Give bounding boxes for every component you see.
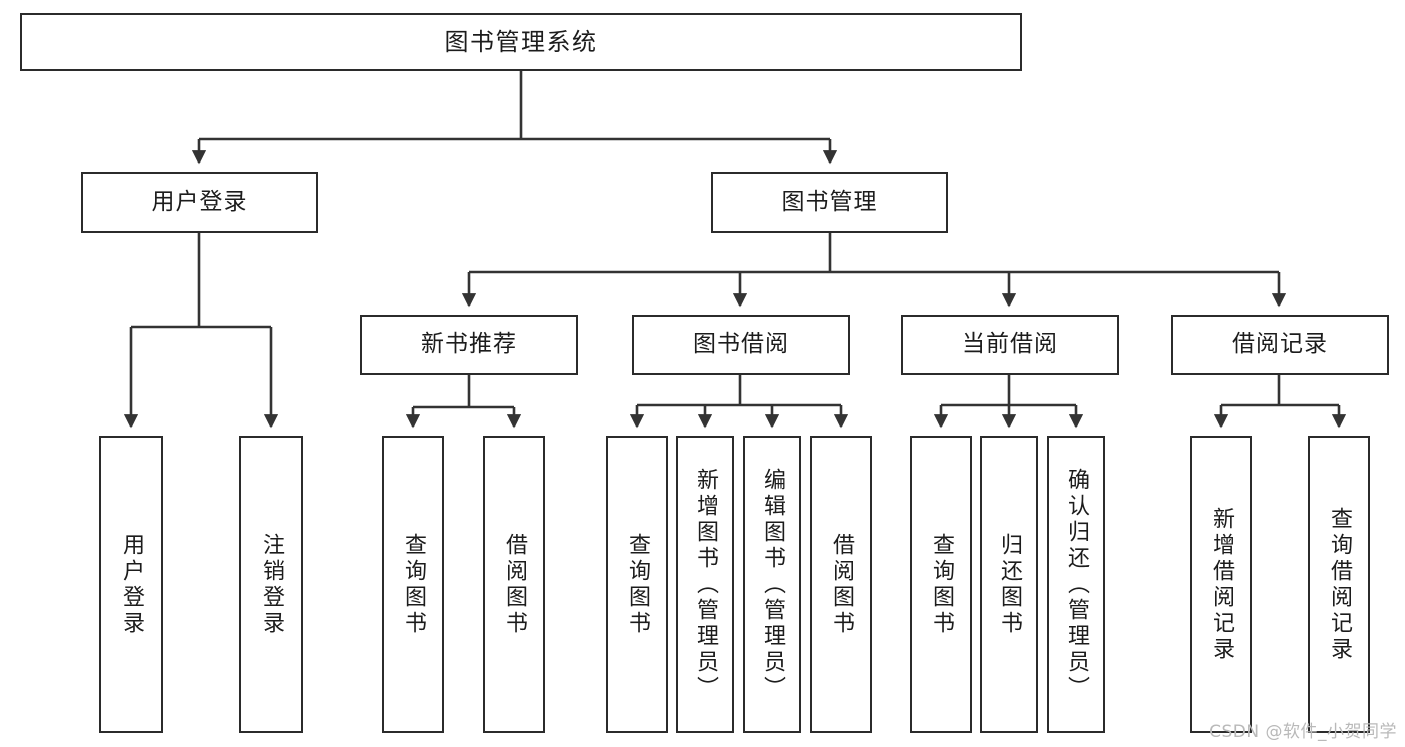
node-label: 编辑图书（管理员） xyxy=(760,467,785,702)
node-book-management[interactable]: 图书管理 xyxy=(711,172,948,233)
node-label: 确认归还（管理员） xyxy=(1064,467,1089,702)
leaf-query-borrow-record[interactable]: 查询借阅记录 xyxy=(1308,436,1370,733)
leaf-add-borrow-record[interactable]: 新增借阅记录 xyxy=(1190,436,1252,733)
leaf-borrow-book[interactable]: 借阅图书 xyxy=(810,436,872,733)
node-label: 当前借阅 xyxy=(962,331,1058,358)
leaf-borrow-book-recommend[interactable]: 借阅图书 xyxy=(483,436,545,733)
watermark: CSDN @软件_小贺同学 xyxy=(1209,722,1397,742)
node-label: 归还图书 xyxy=(997,532,1022,637)
node-label: 用户登录 xyxy=(119,532,144,637)
node-label: 借阅图书 xyxy=(502,532,527,637)
node-label: 注销登录 xyxy=(259,532,284,637)
leaf-user-login[interactable]: 用户登录 xyxy=(99,436,163,733)
node-book-borrow[interactable]: 图书借阅 xyxy=(632,315,850,375)
leaf-confirm-return[interactable]: 确认归还（管理员） xyxy=(1047,436,1105,733)
leaf-edit-book[interactable]: 编辑图书（管理员） xyxy=(743,436,801,733)
node-label: 借阅记录 xyxy=(1232,331,1328,358)
node-label: 图书管理 xyxy=(781,188,878,215)
node-user-login[interactable]: 用户登录 xyxy=(81,172,318,233)
leaf-query-book-borrow[interactable]: 查询图书 xyxy=(606,436,668,733)
node-label: 查询借阅记录 xyxy=(1327,506,1352,663)
node-label: 新增借阅记录 xyxy=(1209,506,1234,663)
node-borrow-record[interactable]: 借阅记录 xyxy=(1171,315,1389,375)
node-label: 用户登录 xyxy=(151,188,248,215)
node-label: 图书借阅 xyxy=(693,331,789,358)
leaf-return-book[interactable]: 归还图书 xyxy=(980,436,1038,733)
leaf-add-book[interactable]: 新增图书（管理员） xyxy=(676,436,734,733)
node-label: 新增图书（管理员） xyxy=(693,467,718,702)
node-label: 图书管理系统 xyxy=(444,27,598,56)
leaf-query-book-current[interactable]: 查询图书 xyxy=(910,436,972,733)
node-label: 查询图书 xyxy=(929,532,954,637)
leaf-query-book-recommend[interactable]: 查询图书 xyxy=(382,436,444,733)
node-root-system[interactable]: 图书管理系统 xyxy=(20,13,1022,71)
node-label: 查询图书 xyxy=(401,532,426,637)
node-label: 借阅图书 xyxy=(829,532,854,637)
leaf-user-logout[interactable]: 注销登录 xyxy=(239,436,303,733)
node-label: 查询图书 xyxy=(625,532,650,637)
node-label: 新书推荐 xyxy=(421,331,517,358)
node-new-book-recommend[interactable]: 新书推荐 xyxy=(360,315,578,375)
node-current-borrow[interactable]: 当前借阅 xyxy=(901,315,1119,375)
